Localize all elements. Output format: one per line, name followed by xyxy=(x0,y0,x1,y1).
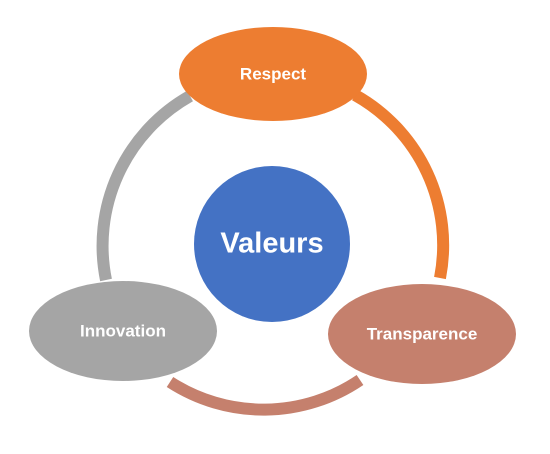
node-respect xyxy=(179,27,367,121)
arc-innovation-to-respect xyxy=(96,90,193,282)
node-transparence xyxy=(328,284,516,384)
node-innovation xyxy=(29,281,217,381)
center-circle xyxy=(194,166,350,322)
node-label-innovation: Innovation xyxy=(80,321,166,341)
center-label: Valeurs xyxy=(220,227,324,260)
node-label-respect: Respect xyxy=(239,64,307,84)
node-label-transparence: Transparence xyxy=(366,324,478,344)
arc-transparence-to-innovation xyxy=(166,375,364,416)
arc-respect-to-transparence xyxy=(352,89,450,280)
